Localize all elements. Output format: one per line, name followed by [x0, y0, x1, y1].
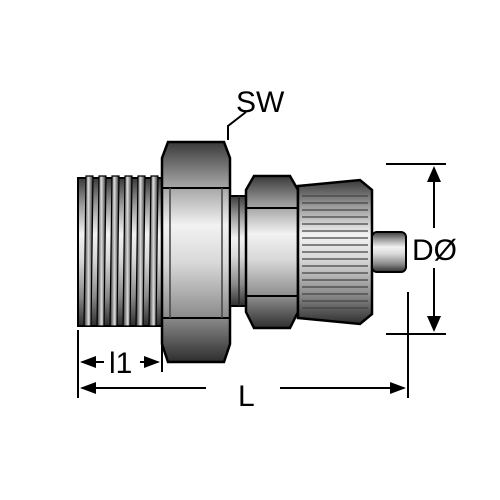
thread-ridge [109, 175, 120, 327]
thread-ridges [83, 175, 159, 327]
knurl-lines [302, 195, 368, 309]
diameter-label: DØ [412, 234, 457, 267]
l-dimension [80, 292, 409, 398]
sw-label: SW [236, 86, 285, 119]
thread-ridge [135, 175, 146, 327]
thread-ridge [122, 175, 133, 327]
tube-stub [371, 231, 407, 273]
dia-dimension [386, 163, 446, 335]
thread-length-label: l1 [109, 347, 132, 380]
total-length-label: L [238, 380, 255, 413]
hex-body [160, 140, 232, 364]
sw-leader [227, 111, 247, 140]
thread-ridge [96, 175, 107, 327]
thread-ridge [83, 175, 94, 327]
knurled-sleeve [296, 178, 374, 326]
threaded-stud [77, 175, 169, 327]
union-nut [244, 174, 300, 330]
l1-dimension [77, 330, 163, 398]
thread-ridge [148, 175, 159, 327]
